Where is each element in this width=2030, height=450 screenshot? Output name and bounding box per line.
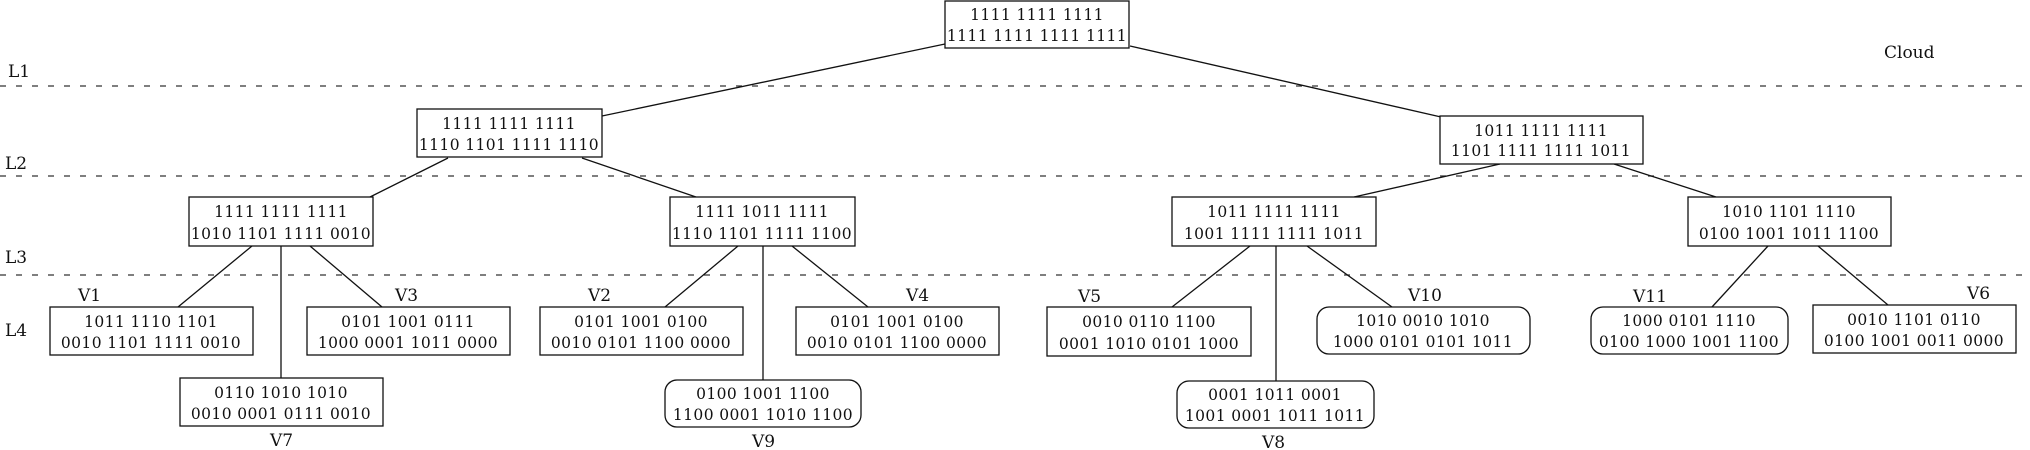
edge-l3c-v5: [1171, 245, 1251, 308]
leaf-v1-line1: 1011 1110 1101: [84, 313, 218, 331]
node-l3-d-line1: 1010 1101 1110: [1722, 203, 1856, 221]
leaf-v8-line2: 1001 0001 1011 1011: [1185, 407, 1365, 425]
cloud-label: Cloud: [1884, 43, 1935, 63]
node-l2-right-line1: 1011 1111 1111: [1474, 122, 1608, 140]
leaf-v11-name: V11: [1632, 287, 1667, 307]
leaf-v9: 0100 1001 1100 1100 0001 1010 1100 V9: [664, 379, 862, 450]
leaf-v6: V6 0010 1101 0110 0100 1001 0011 0000: [1812, 284, 2017, 354]
edge-l3a-v1: [177, 245, 253, 308]
leaf-v4-line1: 0101 1001 0100: [830, 313, 964, 331]
layer-label-l1: L1: [8, 62, 30, 82]
leaf-v8-line1: 0001 1011 0001: [1208, 386, 1342, 404]
leaf-v11: V11 1000 0101 1110 0100 1000 1001 1100: [1590, 287, 1789, 355]
leaf-v7-line1: 0110 1010 1010: [214, 384, 348, 402]
layer-label-l4: L4: [5, 321, 27, 341]
leaf-v3-line1: 0101 1001 0111: [341, 313, 475, 331]
leaf-v1: V1 1011 1110 1101 0010 1101 1111 0010: [49, 286, 254, 356]
edge-l3b-v4: [791, 245, 869, 308]
leaf-v2-line2: 0010 0101 1100 0000: [551, 334, 731, 352]
leaf-v11-line1: 1000 0101 1110: [1622, 312, 1756, 330]
leaf-v10-line1: 1010 0010 1010: [1356, 312, 1490, 330]
node-l3-d: 1010 1101 1110 0100 1001 1011 1100: [1687, 196, 1892, 247]
leaf-v10: V10 1010 0010 1010 1000 0101 0101 1011: [1316, 286, 1531, 355]
leaf-v7-name: V7: [269, 431, 293, 450]
edge-l3c-v10: [1306, 245, 1393, 308]
layer-label-l3: L3: [5, 248, 27, 268]
node-l2-right-line2: 1101 1111 1111 1011: [1451, 142, 1631, 160]
leaf-v10-name: V10: [1407, 286, 1442, 306]
node-l3-b-line1: 1111 1011 1111: [695, 203, 829, 221]
node-l3-c-line2: 1001 1111 1111 1011: [1184, 225, 1364, 243]
leaf-v2-line1: 0101 1001 0100: [574, 313, 708, 331]
leaf-v5-name: V5: [1077, 287, 1101, 307]
node-l2-left: 1111 1111 1111 1110 1101 1111 1110: [416, 108, 603, 158]
node-l3-b: 1111 1011 1111 1110 1101 1111 1100: [669, 196, 856, 247]
node-l3-a: 1111 1111 1111 1010 1101 1111 0010: [188, 196, 374, 247]
edge-l2left-l3b: [581, 157, 697, 198]
leaf-v6-line2: 0100 1001 0011 0000: [1824, 332, 2004, 350]
leaf-v2-name: V2: [587, 286, 611, 306]
node-root: 1111 1111 1111 1111 1111 1111 1111: [944, 0, 1130, 49]
leaf-v11-line2: 0100 1000 1001 1100: [1599, 333, 1779, 351]
edge-l2right-l3c: [1353, 163, 1501, 198]
leaf-v2: V2 0101 1001 0100 0010 0101 1100 0000: [539, 286, 744, 356]
node-l3-d-line2: 0100 1001 1011 1100: [1699, 225, 1879, 243]
node-l2-left-line2: 1110 1101 1111 1110: [419, 136, 599, 154]
node-root-line1: 1111 1111 1111: [970, 6, 1104, 24]
node-l3-a-line2: 1010 1101 1111 0010: [191, 225, 371, 243]
leaf-v9-name: V9: [751, 432, 775, 450]
leaf-v5-line2: 0001 1010 0101 1000: [1059, 335, 1239, 353]
leaf-v1-line2: 0010 1101 1111 0010: [61, 334, 241, 352]
node-l3-a-line1: 1111 1111 1111: [214, 203, 348, 221]
leaf-v6-name: V6: [1966, 284, 1990, 304]
edge-l3d-v6: [1817, 245, 1889, 306]
node-l2-right: 1011 1111 1111 1101 1111 1111 1011: [1439, 115, 1644, 165]
node-l3-b-line2: 1110 1101 1111 1100: [672, 225, 852, 243]
node-l2-left-line1: 1111 1111 1111: [442, 115, 576, 133]
leaf-v1-name: V1: [77, 286, 101, 306]
edge-l2left-l3a: [369, 157, 449, 198]
leaf-v3-name: V3: [394, 286, 418, 306]
leaf-v9-line1: 0100 1001 1100: [696, 385, 830, 403]
leaf-v4-line2: 0010 0101 1100 0000: [807, 334, 987, 352]
edge-root-l2-left: [601, 43, 946, 117]
node-root-line2: 1111 1111 1111 1111: [947, 27, 1127, 45]
leaf-v5: V5 0010 0110 1100 0001 1010 0101 1000: [1046, 287, 1252, 357]
leaf-v5-line1: 0010 0110 1100: [1082, 313, 1216, 331]
layer-label-l2: L2: [5, 154, 27, 174]
edge-l3b-v2: [664, 245, 739, 308]
edge-l3d-v11: [1711, 245, 1769, 308]
edge-l3a-v3: [309, 245, 383, 308]
leaf-v8-name: V8: [1261, 433, 1285, 450]
leaf-v7: 0110 1010 1010 0010 0001 0111 0010 V7: [179, 377, 384, 450]
node-l3-c-line1: 1011 1111 1111: [1207, 203, 1341, 221]
leaf-v4: V4 0101 1001 0100 0010 0101 1100 0000: [795, 286, 1000, 356]
leaf-v9-line2: 1100 0001 1010 1100: [673, 406, 853, 424]
leaf-v10-line2: 1000 0101 0101 1011: [1333, 333, 1513, 351]
leaf-v3-line2: 1000 0001 1011 0000: [318, 334, 498, 352]
leaf-v7-line2: 0010 0001 0111 0010: [191, 405, 371, 423]
edge-root-l2-right: [1129, 45, 1442, 118]
node-l3-c: 1011 1111 1111 1001 1111 1111 1011: [1171, 196, 1377, 247]
leaf-v4-name: V4: [905, 286, 929, 306]
edge-l2right-l3d: [1613, 163, 1717, 198]
leaf-v3: V3 0101 1001 0111 1000 0001 1011 0000: [306, 286, 511, 356]
leaf-v8: 0001 1011 0001 1001 0001 1011 1011 V8: [1176, 380, 1375, 450]
leaf-v6-line1: 0010 1101 0110: [1847, 311, 1981, 329]
tree-edges: [177, 43, 1889, 381]
